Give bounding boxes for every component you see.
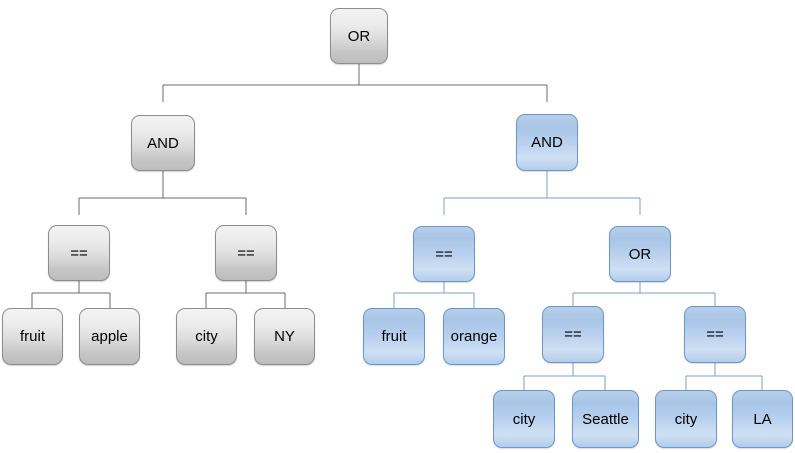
tree-node-leaf-city2[interactable]: city: [493, 390, 555, 448]
tree-node-label: LA: [753, 410, 772, 428]
tree-node-leaf-apple[interactable]: apple: [79, 308, 140, 365]
tree-node-label: city: [195, 328, 218, 345]
tree-node-label: AND: [147, 134, 179, 152]
tree-node-or-r[interactable]: OR: [609, 226, 671, 282]
edge-group-root-children: [162, 64, 548, 102]
tree-node-label: ==: [706, 326, 724, 343]
tree-node-and-r[interactable]: AND: [516, 114, 578, 171]
tree-node-eq-r2[interactable]: ==: [542, 306, 604, 363]
tree-node-label: AND: [531, 134, 563, 151]
tree-node-and-l[interactable]: AND: [131, 115, 195, 171]
connector-path: [205, 281, 286, 310]
connector-path: [523, 363, 606, 393]
connector-path: [162, 64, 548, 102]
tree-node-leaf-city1[interactable]: city: [176, 308, 237, 365]
tree-node-leaf-fruit2[interactable]: fruit: [363, 308, 425, 365]
edge-group-and-r-children: [443, 171, 641, 215]
edge-group-eq-l2-children: [205, 281, 286, 310]
tree-node-eq-l1[interactable]: ==: [48, 225, 110, 281]
tree-node-leaf-fruit1[interactable]: fruit: [2, 308, 63, 365]
tree-node-label: ==: [70, 244, 88, 262]
edge-group-eq-l1-children: [31, 281, 111, 310]
tree-node-label: Seattle: [582, 410, 629, 428]
edge-group-and-l-children: [78, 171, 247, 215]
tree-node-label: city: [674, 410, 698, 428]
connector-path: [78, 171, 247, 215]
edge-group-eq-r2-children: [523, 363, 606, 393]
tree-node-label: fruit: [19, 328, 45, 345]
tree-node-label: fruit: [381, 328, 407, 345]
tree-node-leaf-ny[interactable]: NY: [254, 308, 315, 365]
connector-path: [443, 171, 641, 215]
tree-node-label: ==: [564, 326, 582, 343]
tree-node-root[interactable]: OR: [330, 8, 388, 64]
edge-group-eq-r3-children: [685, 363, 763, 393]
tree-node-eq-r3[interactable]: ==: [684, 306, 746, 363]
tree-node-label: ==: [435, 245, 453, 263]
tree-node-label: OR: [628, 245, 652, 263]
edge-group-eq-r1-children: [393, 282, 475, 310]
tree-node-label: NY: [274, 328, 295, 345]
tree-node-label: city: [512, 410, 536, 428]
connector-path: [393, 282, 475, 310]
tree-node-leaf-la[interactable]: LA: [732, 390, 793, 448]
tree-node-eq-r1[interactable]: ==: [413, 226, 475, 282]
connector-path: [31, 281, 111, 310]
tree-node-leaf-seattle[interactable]: Seattle: [572, 390, 639, 448]
tree-node-label: OR: [347, 27, 371, 45]
tree-node-eq-l2[interactable]: ==: [215, 225, 277, 281]
edge-group-or-r-children: [572, 282, 716, 310]
tree-node-leaf-orange[interactable]: orange: [443, 308, 505, 365]
tree-node-label: apple: [91, 328, 128, 345]
connector-path: [572, 282, 716, 310]
tree-node-label: orange: [450, 328, 498, 345]
connector-path: [685, 363, 763, 393]
tree-node-leaf-city3[interactable]: city: [655, 390, 717, 448]
tree-node-label: ==: [237, 244, 255, 262]
